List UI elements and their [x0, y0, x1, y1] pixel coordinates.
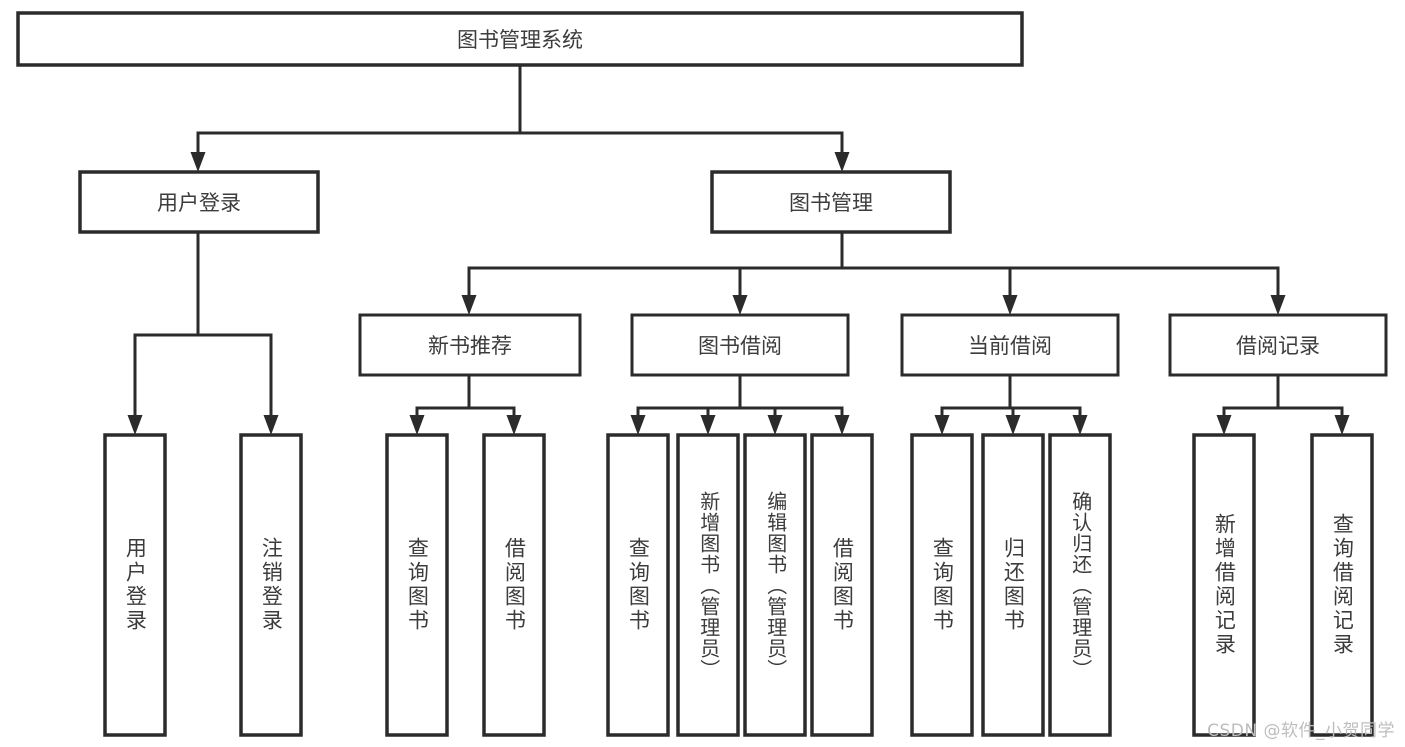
arrowhead-borrow-leaf-4	[834, 415, 850, 435]
node-book-management-box[interactable]	[710, 170, 952, 234]
node-current-borrow-label: 当前借阅	[968, 334, 1052, 358]
leaf-box-record-query[interactable]	[1310, 433, 1374, 737]
arrowhead-to-book-management	[834, 152, 850, 172]
arrowhead-to-user-login	[190, 152, 206, 172]
node-new-book-recommend-box[interactable]	[358, 313, 582, 377]
arrowhead-to-borrow-record	[1270, 295, 1286, 315]
connector-lines	[127, 63, 1350, 435]
arrowhead-record-leaf-2	[1334, 415, 1350, 435]
leaf-box-borrow-borrow[interactable]	[810, 433, 874, 737]
node-borrow-record-box[interactable]	[1168, 313, 1388, 377]
node-root-label: 图书管理系统	[457, 28, 583, 52]
node-root-box[interactable]	[16, 11, 1024, 67]
arrowhead-current-leaf-3	[1072, 415, 1088, 435]
arrowhead-current-leaf-1	[934, 415, 950, 435]
arrowhead-to-new-book-recommend	[461, 295, 477, 315]
leaf-box-current-return[interactable]	[981, 433, 1045, 737]
leaf-box-borrow-edit[interactable]	[743, 433, 807, 737]
arrowhead-recommend-leaf-1	[409, 415, 425, 435]
node-user-login-label: 用户登录	[157, 191, 241, 215]
node-book-borrow-label: 图书借阅	[698, 334, 782, 358]
arrowhead-user-leaf-2	[263, 415, 279, 435]
arrowhead-borrow-leaf-3	[767, 415, 783, 435]
leaf-box-record-add[interactable]	[1192, 433, 1256, 737]
arrowhead-user-leaf-1	[127, 415, 143, 435]
leaf-box-current-confirm-return[interactable]	[1048, 433, 1112, 737]
leaf-box-borrow-add[interactable]	[676, 433, 740, 737]
arrowhead-current-leaf-2	[1005, 415, 1021, 435]
arrowhead-recommend-leaf-2	[506, 415, 522, 435]
node-book-management-label: 图书管理	[789, 191, 873, 215]
leaf-box-recommend-query[interactable]	[385, 433, 449, 737]
arrowhead-to-book-borrow	[732, 295, 748, 315]
arrowhead-to-current-borrow	[1002, 295, 1018, 315]
leaf-box-borrow-query[interactable]	[606, 433, 670, 737]
arrowhead-record-leaf-1	[1216, 415, 1232, 435]
arrowhead-borrow-leaf-2	[700, 415, 716, 435]
node-book-borrow-box[interactable]	[630, 313, 850, 377]
node-current-borrow-box[interactable]	[900, 313, 1120, 377]
node-user-login-box[interactable]	[78, 170, 320, 234]
leaf-box-user-logout[interactable]	[239, 433, 303, 737]
leaf-box-recommend-borrow[interactable]	[482, 433, 546, 737]
csdn-watermark: CSDN @软件_小贺同学	[1207, 721, 1395, 741]
node-new-book-recommend-label: 新书推荐	[428, 334, 512, 358]
leaf-box-user-login[interactable]	[103, 433, 167, 737]
node-borrow-record-label: 借阅记录	[1236, 334, 1320, 358]
leaf-box-current-query[interactable]	[910, 433, 974, 737]
arrowhead-borrow-leaf-1	[630, 415, 646, 435]
